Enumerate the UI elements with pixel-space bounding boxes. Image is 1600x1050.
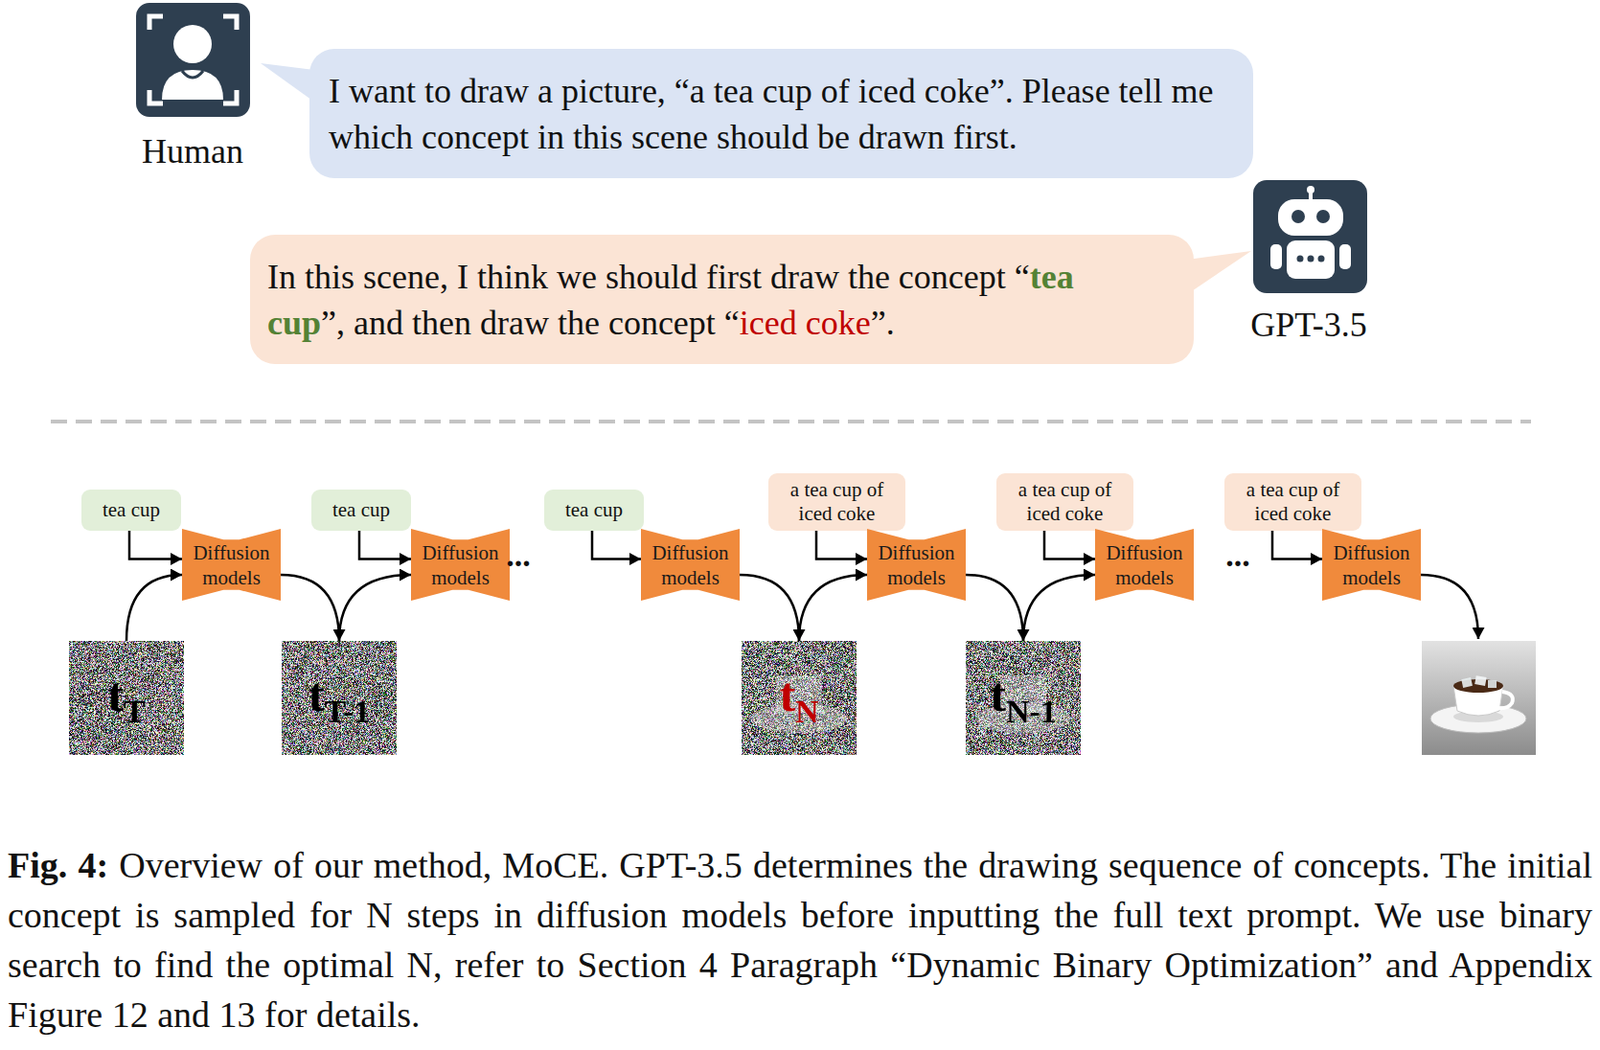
speech-bubble: I want to draw a picture, “a tea cup of …: [309, 48, 1254, 179]
timestep-subscript: T: [123, 692, 146, 729]
flow-arrow: [1023, 574, 1096, 641]
flow-arrow: [799, 574, 868, 641]
prompt-box: a tea cup of iced coke: [1224, 473, 1362, 531]
diffusion-model: Diffusion models: [1095, 528, 1194, 601]
bubble-text-part: ”, and then draw the concept “: [320, 303, 740, 343]
diffusion-model: Diffusion models: [1322, 528, 1421, 601]
bubble-text: I want to draw a picture, “a tea cup of …: [328, 68, 1240, 160]
figure-caption: Fig. 4: Overview of our method, MoCE. GP…: [7, 840, 1593, 1040]
prompt-text: a tea cup of iced coke: [1006, 478, 1123, 526]
bubble-text-part: In this scene, I think we should first d…: [267, 257, 1030, 297]
flow-arrow: [1272, 530, 1323, 560]
timestep-label: tN-1: [989, 666, 1057, 731]
flow-arrow: [280, 574, 340, 641]
bowtie-shape: [182, 528, 281, 601]
bowtie-shape: [640, 528, 740, 601]
prompt-text: tea cup: [332, 498, 390, 523]
diffusion-model: Diffusion models: [640, 528, 740, 601]
flow-arrow: [816, 530, 868, 560]
human-icon: [136, 2, 251, 117]
prompt-box: tea cup: [81, 489, 182, 531]
timestep-symbol: t: [107, 667, 124, 722]
output-image: [1421, 640, 1536, 755]
prompt-text: a tea cup of iced coke: [1234, 478, 1351, 526]
timestep-subscript: N-1: [1005, 692, 1057, 729]
model-text: Diffusion models: [417, 540, 503, 591]
timestep-symbol: t: [308, 667, 325, 722]
diffusion-model: Diffusion models: [182, 528, 281, 601]
timestep-label: tT: [107, 666, 145, 731]
latent-image: tN: [741, 640, 857, 755]
bubble-text-part: ”.: [870, 303, 895, 343]
flow-arrow: [129, 530, 183, 560]
model-text: Diffusion models: [873, 540, 960, 591]
model-text: Diffusion models: [1328, 540, 1415, 591]
latent-image: tT-1: [281, 640, 397, 755]
prompt-box: a tea cup of iced coke: [768, 473, 906, 531]
timestep-subscript: N: [795, 692, 820, 729]
bubble-text: In this scene, I think we should first d…: [267, 253, 1146, 346]
flow-arrow: [739, 574, 800, 641]
bowtie-shape: [1322, 528, 1421, 601]
bowtie-shape: [1095, 528, 1194, 601]
model-text: Diffusion models: [647, 540, 733, 591]
model-text: Diffusion models: [188, 540, 275, 591]
timestep-symbol: t: [989, 667, 1006, 722]
bubble-text-part: iced coke: [739, 303, 871, 343]
flow-arrow: [1044, 530, 1096, 560]
bowtie-shape: [411, 528, 510, 601]
prompt-text: tea cup: [565, 498, 623, 523]
flow-arrow: [339, 574, 412, 641]
separator-line: [50, 419, 1532, 424]
prompt-box: tea cup: [544, 489, 644, 531]
prompt-box: tea cup: [311, 489, 412, 531]
flow-arrow: [126, 574, 183, 641]
diffusion-model: Diffusion models: [867, 528, 966, 601]
timestep-subscript: T-1: [323, 692, 370, 729]
speech-bubble: In this scene, I think we should first d…: [250, 234, 1194, 365]
latent-image: tN-1: [965, 640, 1081, 755]
timestep-label: tN: [778, 666, 819, 731]
flow-arrow: [592, 530, 641, 560]
prompt-text: tea cup: [102, 498, 160, 523]
timestep-symbol: t: [778, 667, 796, 722]
robot-icon: [1253, 180, 1368, 294]
prompt-box: a tea cup of iced coke: [996, 473, 1134, 531]
flow-arrow: [965, 574, 1024, 641]
agent-label: GPT-3.5: [1250, 304, 1368, 345]
agent-label: Human: [141, 131, 244, 172]
timestep-label: tT-1: [308, 666, 371, 731]
bowtie-shape: [867, 528, 966, 601]
ellipsis: ...: [505, 537, 531, 574]
prompt-text: a tea cup of iced coke: [778, 478, 895, 526]
model-text: Diffusion models: [1101, 540, 1188, 591]
diffusion-model: Diffusion models: [411, 528, 510, 601]
latent-image: tT: [68, 640, 184, 755]
ellipsis: ...: [1225, 537, 1251, 574]
flow-arrow: [359, 530, 412, 560]
output-arrow: [1420, 574, 1479, 640]
